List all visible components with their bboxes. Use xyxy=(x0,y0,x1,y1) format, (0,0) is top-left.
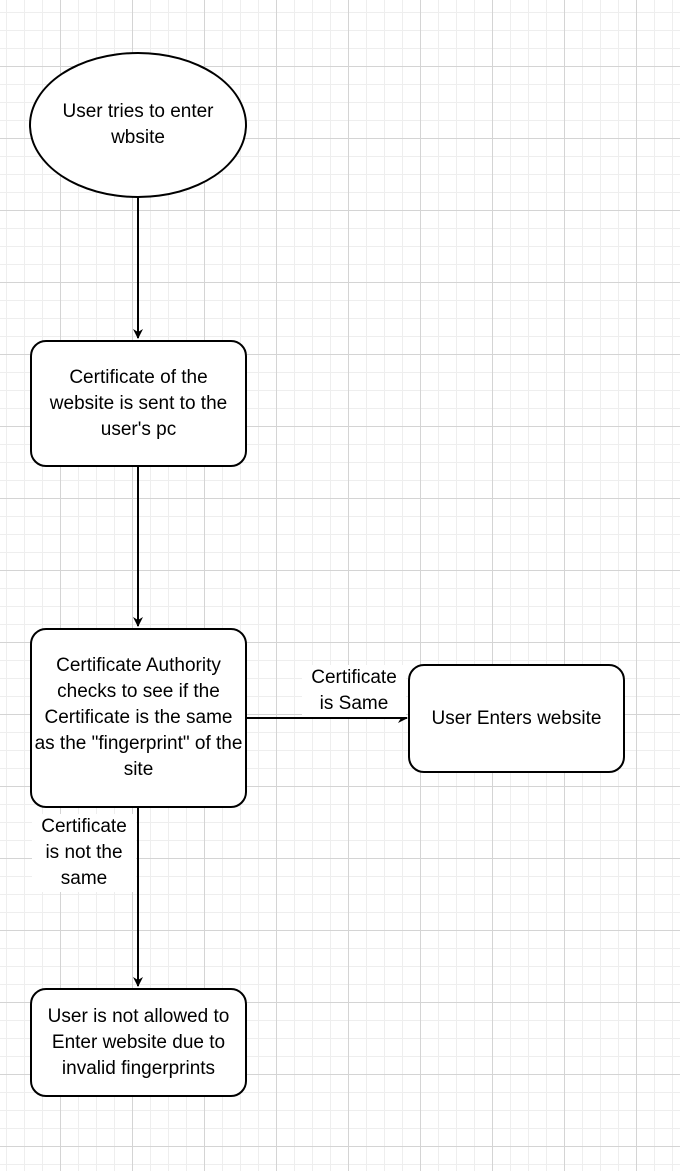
user-enters-node[interactable]: User Enters website xyxy=(408,664,625,773)
user-denied-node-text: User is not allowed to Enter website due… xyxy=(47,1005,230,1079)
user-denied-node[interactable]: User is not allowed to Enter website due… xyxy=(30,988,247,1097)
certificate-sent-node[interactable]: Certificate of the website is sent to th… xyxy=(30,340,247,467)
ca-check-node[interactable]: Certificate Authority checks to see if t… xyxy=(30,628,247,808)
user-enters-node-text: User Enters website xyxy=(431,707,602,729)
edge-label-certificate-not-same: Certificate is not the same xyxy=(32,814,136,892)
start-node[interactable]: User tries to enter wbsite xyxy=(29,52,247,198)
ca-check-node-text: Certificate Authority checks to see if t… xyxy=(34,655,243,780)
certificate-sent-node-text: Certificate of the website is sent to th… xyxy=(49,366,228,440)
start-node-text: User tries to enter wbsite xyxy=(62,101,214,148)
edge-label-certificate-same: Certificate is Same xyxy=(302,665,406,717)
